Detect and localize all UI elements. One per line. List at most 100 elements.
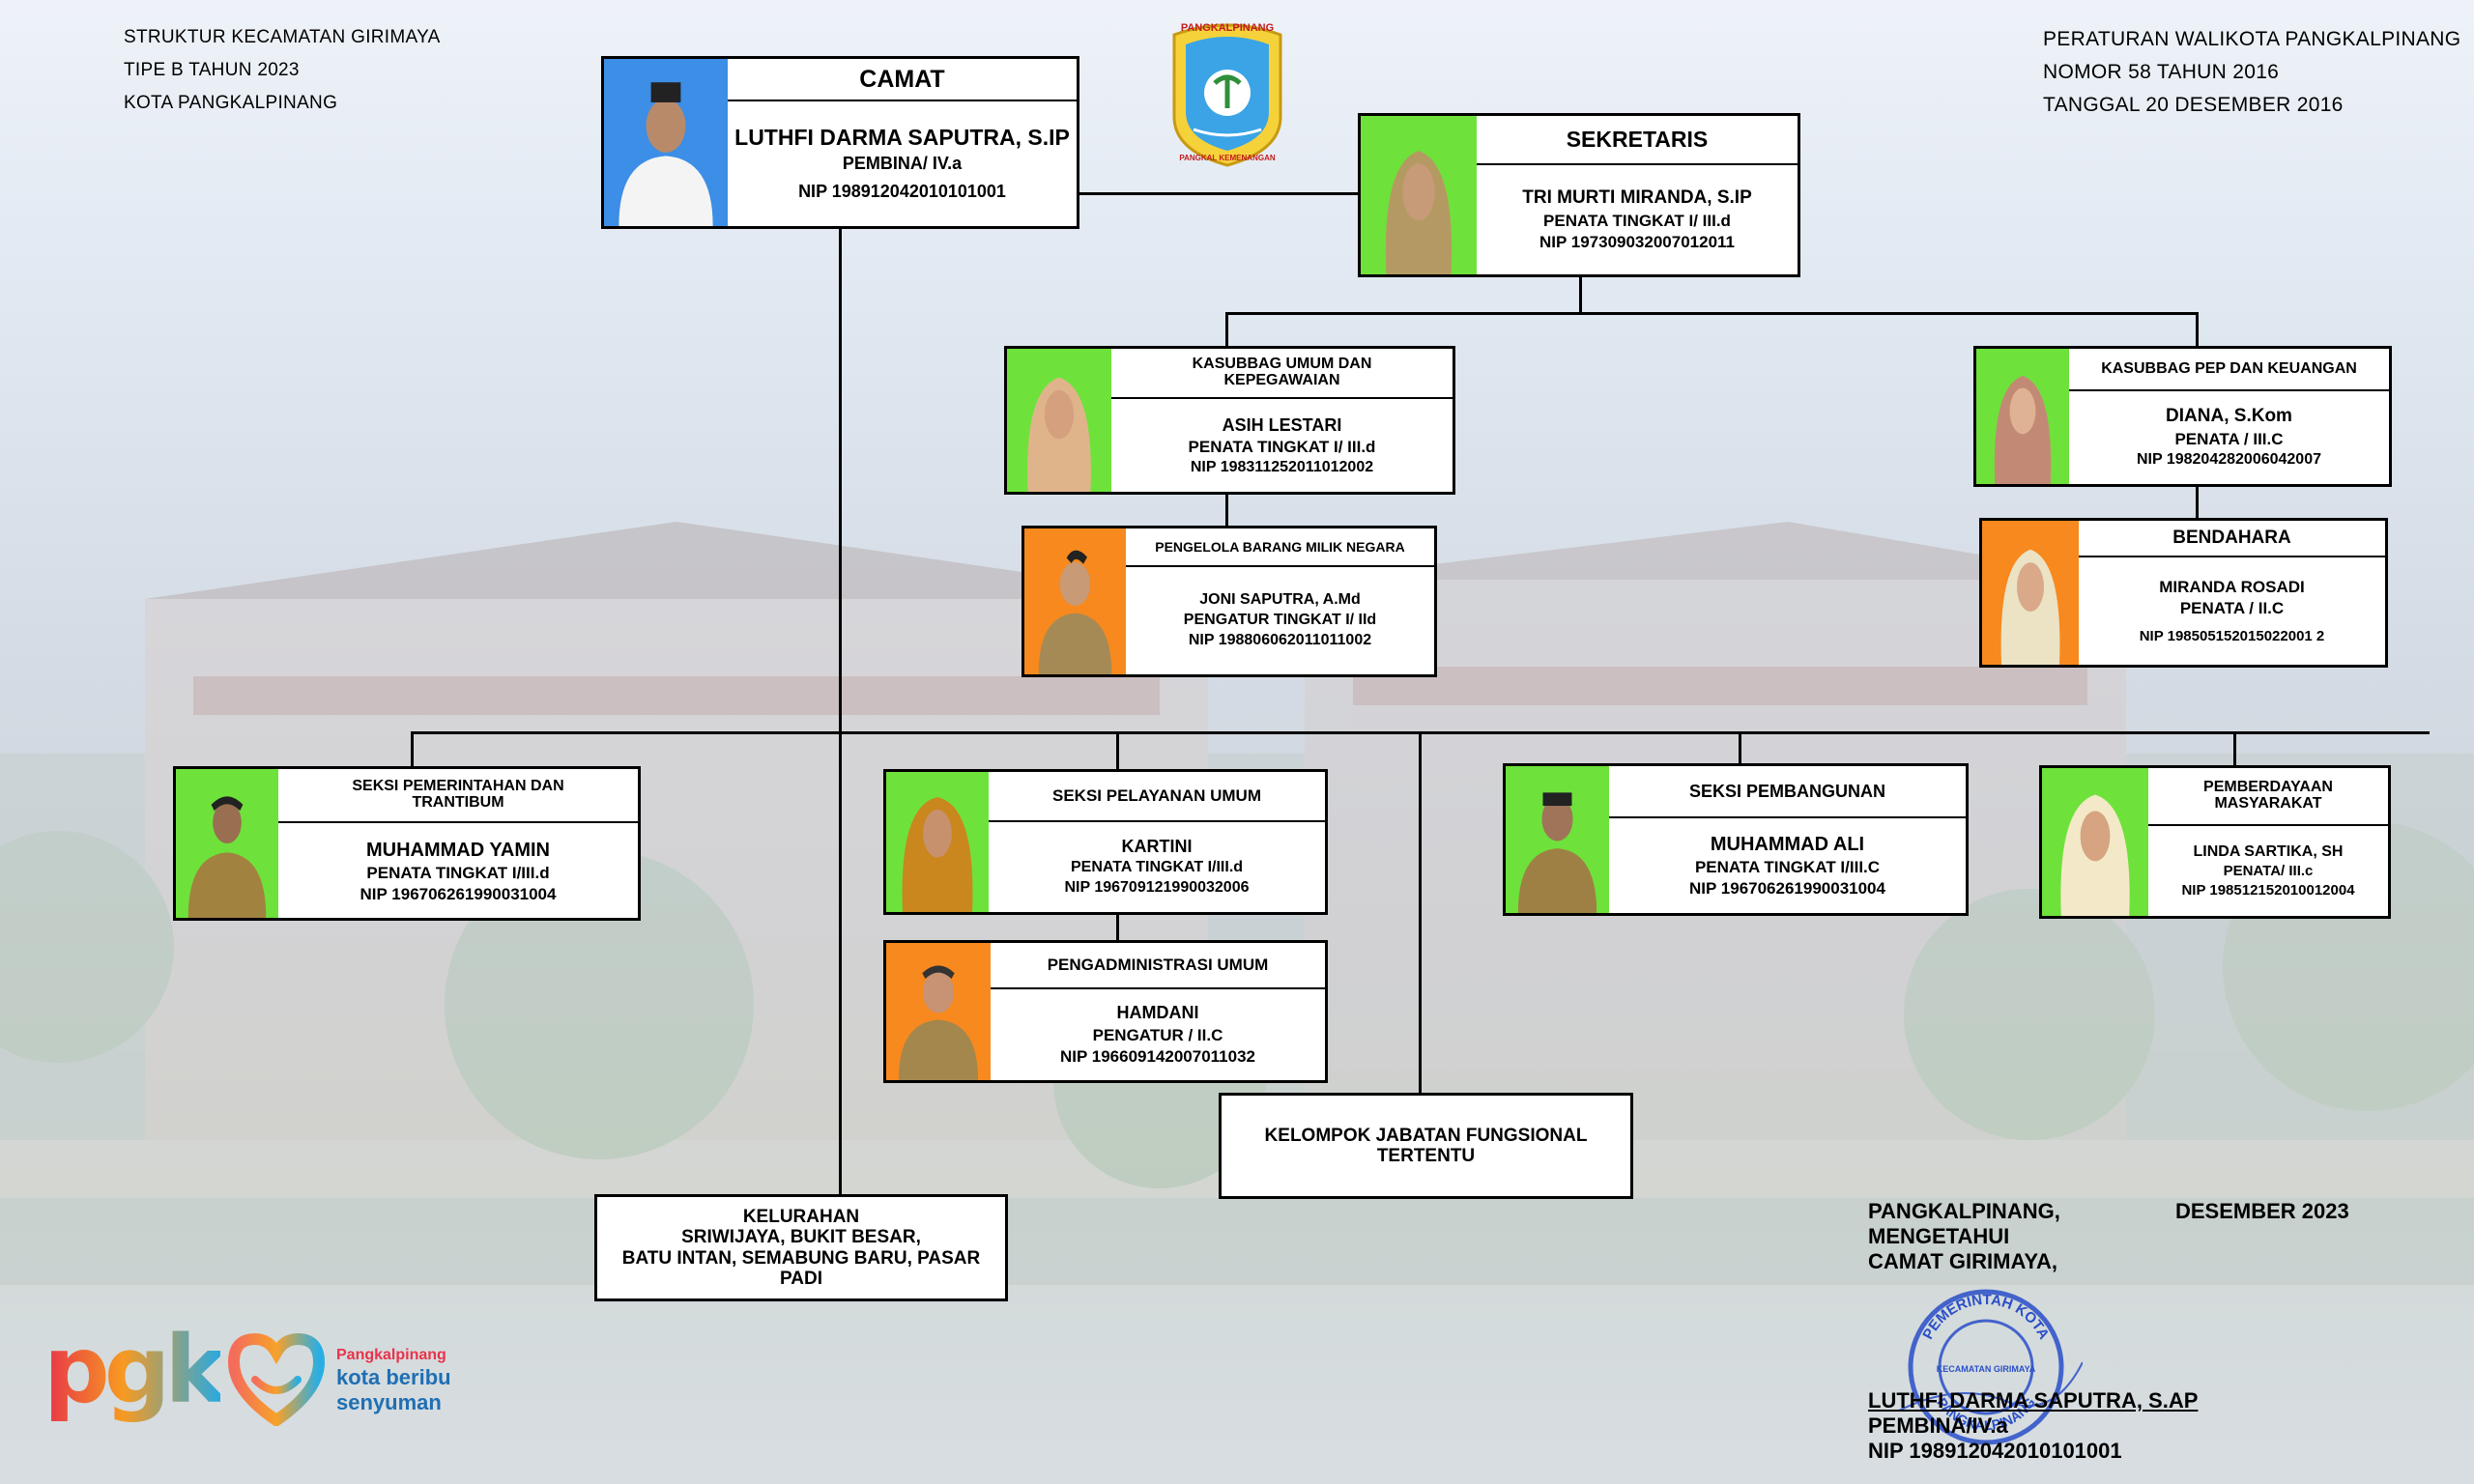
svg-text:PEMERINTAH KOTA: PEMERINTAH KOTA (1919, 1292, 2052, 1342)
header-left: STRUKTUR KECAMATAN GIRIMAYA TIPE B TAHUN… (124, 21, 441, 120)
seksi-pelayanan-name: KARTINI (1121, 837, 1193, 856)
seksi-pemerintahan-nip: NIP 196706261990031004 (360, 885, 557, 903)
camat-title: CAMAT (728, 59, 1077, 101)
kasubbag-pep-name: DIANA, S.Kom (2166, 406, 2292, 427)
sekretaris-photo (1361, 116, 1477, 274)
seksi-pemerintahan-photo (176, 769, 278, 918)
seksi-pembangunan-name: MUHAMMAD ALI (1710, 833, 1865, 855)
kasubbag-pep-box: KASUBBAG PEP DAN KEUANGAN DIANA, S.Kom P… (1973, 346, 2392, 487)
seksi-pelayanan-title: SEKSI PELAYANAN UMUM (989, 772, 1325, 822)
seksi-pelayanan-nip: NIP 196709121990032006 (1064, 879, 1250, 897)
kasubbag-umum-photo (1007, 349, 1111, 492)
stamp-outer-text: PEMERINTAH KOTA (1919, 1292, 2052, 1342)
bendahara-photo (1982, 521, 2079, 665)
heart-smile-icon (228, 1333, 325, 1426)
connector-line (839, 226, 842, 1196)
bendahara-title: BENDAHARA (2079, 521, 2385, 557)
bendahara-box: BENDAHARA MIRANDA ROSADI PENATA / II.C N… (1979, 518, 2388, 668)
signature-block: PANGKALPINANG, DESEMBER 2023 MENGETAHUI … (1868, 1199, 2409, 1274)
seksi-pemerintahan-title: SEKSI PEMERINTAHAN DAN TRANTIBUM (278, 769, 638, 823)
official-stamp: PEMERINTAH KOTA PANGKALPINANG KECAMATAN … (1898, 1289, 2083, 1445)
emblem-bottom-text: PANGKAL KEMENANGAN (1179, 154, 1275, 162)
connector-line (1419, 731, 1422, 1095)
jabatan-fungsional-line: TERTENTU (1376, 1146, 1476, 1166)
pemberdayaan-photo (2042, 768, 2148, 916)
pengadministrasi-name: HAMDANI (1116, 1003, 1199, 1023)
kasubbag-umum-name: ASIH LESTARI (1222, 414, 1342, 435)
header-right-line: PERATURAN WALIKOTA PANGKALPINANG (2043, 28, 2461, 50)
bendahara-nip: NIP 198505152015022001 2 (2139, 627, 2325, 644)
kasubbag-umum-title: KASUBBAG UMUM DAN KEPEGAWAIAN (1111, 349, 1453, 399)
camat-name: LUTHFI DARMA SAPUTRA, S.IP (734, 125, 1070, 151)
seksi-pembangunan-rank: PENATA TINGKAT I/III.C (1694, 857, 1881, 876)
tagline: Pangkalpinang kota beribu senyuman (336, 1346, 451, 1415)
connector-line (1739, 731, 1741, 765)
camat-nip: NIP 198912042010101001 (798, 182, 1006, 202)
kasubbag-pep-title: KASUBBAG PEP DAN KEUANGAN (2069, 349, 2389, 391)
connector-line (1225, 312, 1228, 348)
tagline-line: kota beribu (336, 1365, 451, 1389)
pemberdayaan-nip: NIP 198512152010012004 (2181, 881, 2355, 899)
pemberdayaan-title: PEMBERDAYAAN MASYARAKAT (2148, 768, 2388, 826)
pengelola-nip: NIP 198806062011011002 (1188, 631, 1372, 648)
header-left-line: TIPE B TAHUN 2023 (124, 60, 300, 80)
stamp-inner-text: KECAMATAN GIRIMAYA (1937, 1364, 2036, 1374)
tagline-city: Pangkalpinang (336, 1347, 446, 1363)
connector-line (1116, 913, 1119, 942)
pengadministrasi-rank: PENGATUR / II.C (1092, 1025, 1223, 1044)
seksi-pemerintahan-name: MUHAMMAD YAMIN (366, 839, 550, 861)
kelurahan-line: PADI (780, 1268, 822, 1289)
kelurahan-line: KELURAHAN (742, 1206, 860, 1227)
camat-box: CAMAT LUTHFI DARMA SAPUTRA, S.IP PEMBINA… (601, 56, 1079, 229)
signature-nip: NIP 198912042010101001 (1868, 1439, 2122, 1463)
sekretaris-title: SEKRETARIS (1477, 116, 1798, 165)
pemberdayaan-box: PEMBERDAYAAN MASYARAKAT LINDA SARTIKA, S… (2039, 765, 2391, 919)
connector-line (1078, 192, 1360, 195)
sekretaris-box: SEKRETARIS TRI MURTI MIRANDA, S.IP PENAT… (1358, 113, 1800, 277)
pengadministrasi-nip: NIP 196609142007011032 (1060, 1046, 1255, 1066)
kasubbag-pep-photo (1976, 349, 2069, 484)
connector-line (411, 731, 414, 768)
kasubbag-pep-nip: NIP 198204282006042007 (2137, 450, 2321, 468)
kasubbag-umum-box: KASUBBAG UMUM DAN KEPEGAWAIAN ASIH LESTA… (1004, 346, 1455, 495)
sekretaris-rank: PENATA TINGKAT I/ III.d (1543, 211, 1731, 230)
pengadministrasi-photo (886, 943, 991, 1080)
signature-place: PANGKALPINANG, (1868, 1199, 2060, 1223)
seksi-pelayanan-rank: PENATA TINGKAT I/III.d (1070, 859, 1244, 876)
kasubbag-umum-nip: NIP 198311252011012002 (1190, 459, 1374, 476)
header-right-line: TANGGAL 20 DESEMBER 2016 (2043, 94, 2344, 116)
kelurahan-line: SRIWIJAYA, BUKIT BESAR, (681, 1227, 921, 1248)
header-right-line: NOMOR 58 TAHUN 2016 (2043, 61, 2280, 83)
connector-line (2233, 731, 2236, 767)
sekretaris-name: TRI MURTI MIRANDA, S.IP (1522, 187, 1752, 209)
seksi-pemerintahan-rank: PENATA TINGKAT I/III.d (366, 863, 550, 882)
pengadministrasi-title: PENGADMINISTRASI UMUM (991, 943, 1325, 989)
pemberdayaan-name: LINDA SARTIKA, SH (2193, 842, 2344, 860)
header-left-line: STRUKTUR KECAMATAN GIRIMAYA (124, 27, 441, 47)
signature-name: LUTHFI DARMA SAPUTRA, S.AP (1868, 1388, 2199, 1413)
pgk-wordmark: pgk (43, 1316, 226, 1424)
connector-line (1225, 312, 2199, 315)
camat-photo (604, 59, 728, 226)
connector-line (1225, 493, 1228, 528)
jabatan-fungsional-box: KELOMPOK JABATAN FUNGSIONAL TERTENTU (1219, 1093, 1633, 1199)
pemberdayaan-rank: PENATA/ III.c (2223, 863, 2314, 880)
seksi-pembangunan-photo (1506, 766, 1609, 913)
bendahara-name: MIRANDA ROSADI (2159, 577, 2305, 596)
signature-rank: PEMBINA/IV.a (1868, 1413, 2008, 1438)
kasubbag-pep-rank: PENATA / III.C (2174, 429, 2284, 448)
signature-date: DESEMBER 2023 (2175, 1199, 2349, 1223)
header-right: PERATURAN WALIKOTA PANGKALPINANG NOMOR 5… (2043, 23, 2460, 122)
pengelola-box: PENGELOLA BARANG MILIK NEGARA JONI SAPUT… (1021, 526, 1437, 677)
signature-line: MENGETAHUI (1868, 1224, 2010, 1248)
signature-official: LUTHFI DARMA SAPUTRA, S.AP PEMBINA/IV.a … (1868, 1388, 2198, 1464)
kelurahan-line: BATU INTAN, SEMABUNG BARU, PASAR (621, 1247, 981, 1269)
pengelola-photo (1024, 528, 1126, 674)
seksi-pembangunan-box: SEKSI PEMBANGUNAN MUHAMMAD ALI PENATA TI… (1503, 763, 1969, 916)
tagline-line: senyuman (336, 1390, 442, 1414)
jabatan-fungsional-line: KELOMPOK JABATAN FUNGSIONAL (1264, 1125, 1588, 1146)
sekretaris-nip: NIP 197309032007012011 (1539, 232, 1735, 251)
kasubbag-umum-rank: PENATA TINGKAT I/ III.d (1188, 438, 1376, 457)
connector-line (1116, 731, 1119, 770)
seksi-pemerintahan-box: SEKSI PEMERINTAHAN DAN TRANTIBUM MUHAMMA… (173, 766, 641, 921)
